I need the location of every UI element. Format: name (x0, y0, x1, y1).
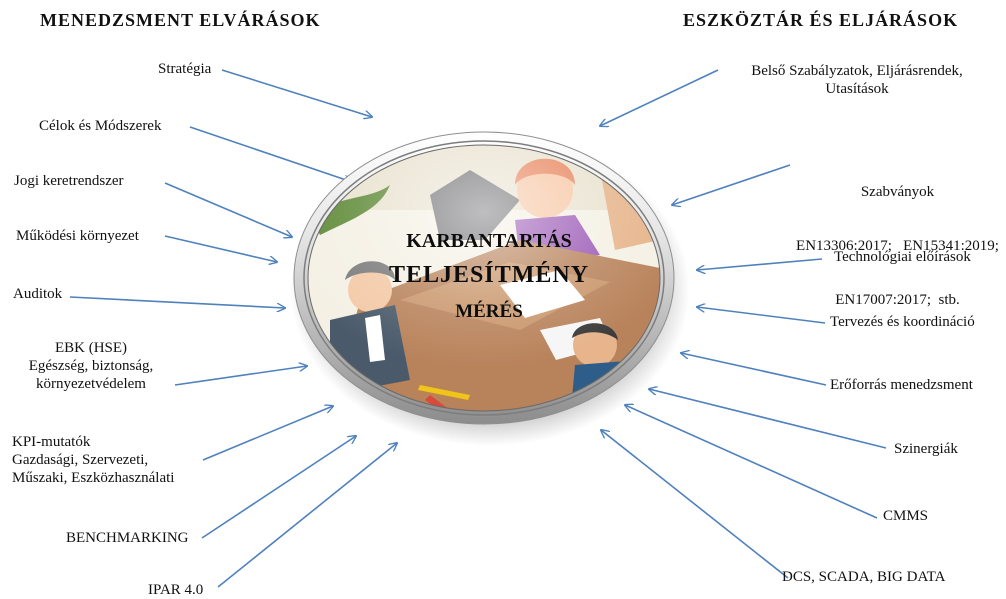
left-item-mukodesi: Működési környezet (16, 227, 139, 245)
left-item-benchmarking: BENCHMARKING (66, 529, 189, 547)
right-item-szabvanyok: Szabványok EN13306:2017; EN15341:2019; E… (790, 147, 1005, 327)
left-item-ipar: IPAR 4.0 (148, 581, 203, 599)
right-item-technologiai: Technológiai előírások (834, 248, 971, 266)
right-item-dcs: DCS, SCADA, BIG DATA (782, 568, 945, 586)
right-item-eroforras: Erőforrás menedzsment (830, 376, 973, 394)
right-item-cmms: CMMS (883, 507, 928, 525)
right-item-szinergiak: Szinergiák (894, 440, 958, 458)
left-item-strategia: Stratégia (158, 60, 211, 78)
left-item-auditok: Auditok (13, 285, 62, 303)
left-item-ebk: EBK (HSE) Egészség, biztonság, környezet… (6, 339, 176, 393)
left-item-jogi: Jogi keretrendszer (14, 172, 124, 190)
right-item-tervezes: Tervezés és koordináció (830, 313, 975, 331)
left-item-kpi: KPI-mutatók Gazdasági, Szervezeti, Műsza… (12, 433, 174, 487)
left-item-celok: Célok és Módszerek (39, 117, 161, 135)
right-item-belso: Belső Szabályzatok, Eljárásrendek, Utasí… (718, 62, 996, 98)
